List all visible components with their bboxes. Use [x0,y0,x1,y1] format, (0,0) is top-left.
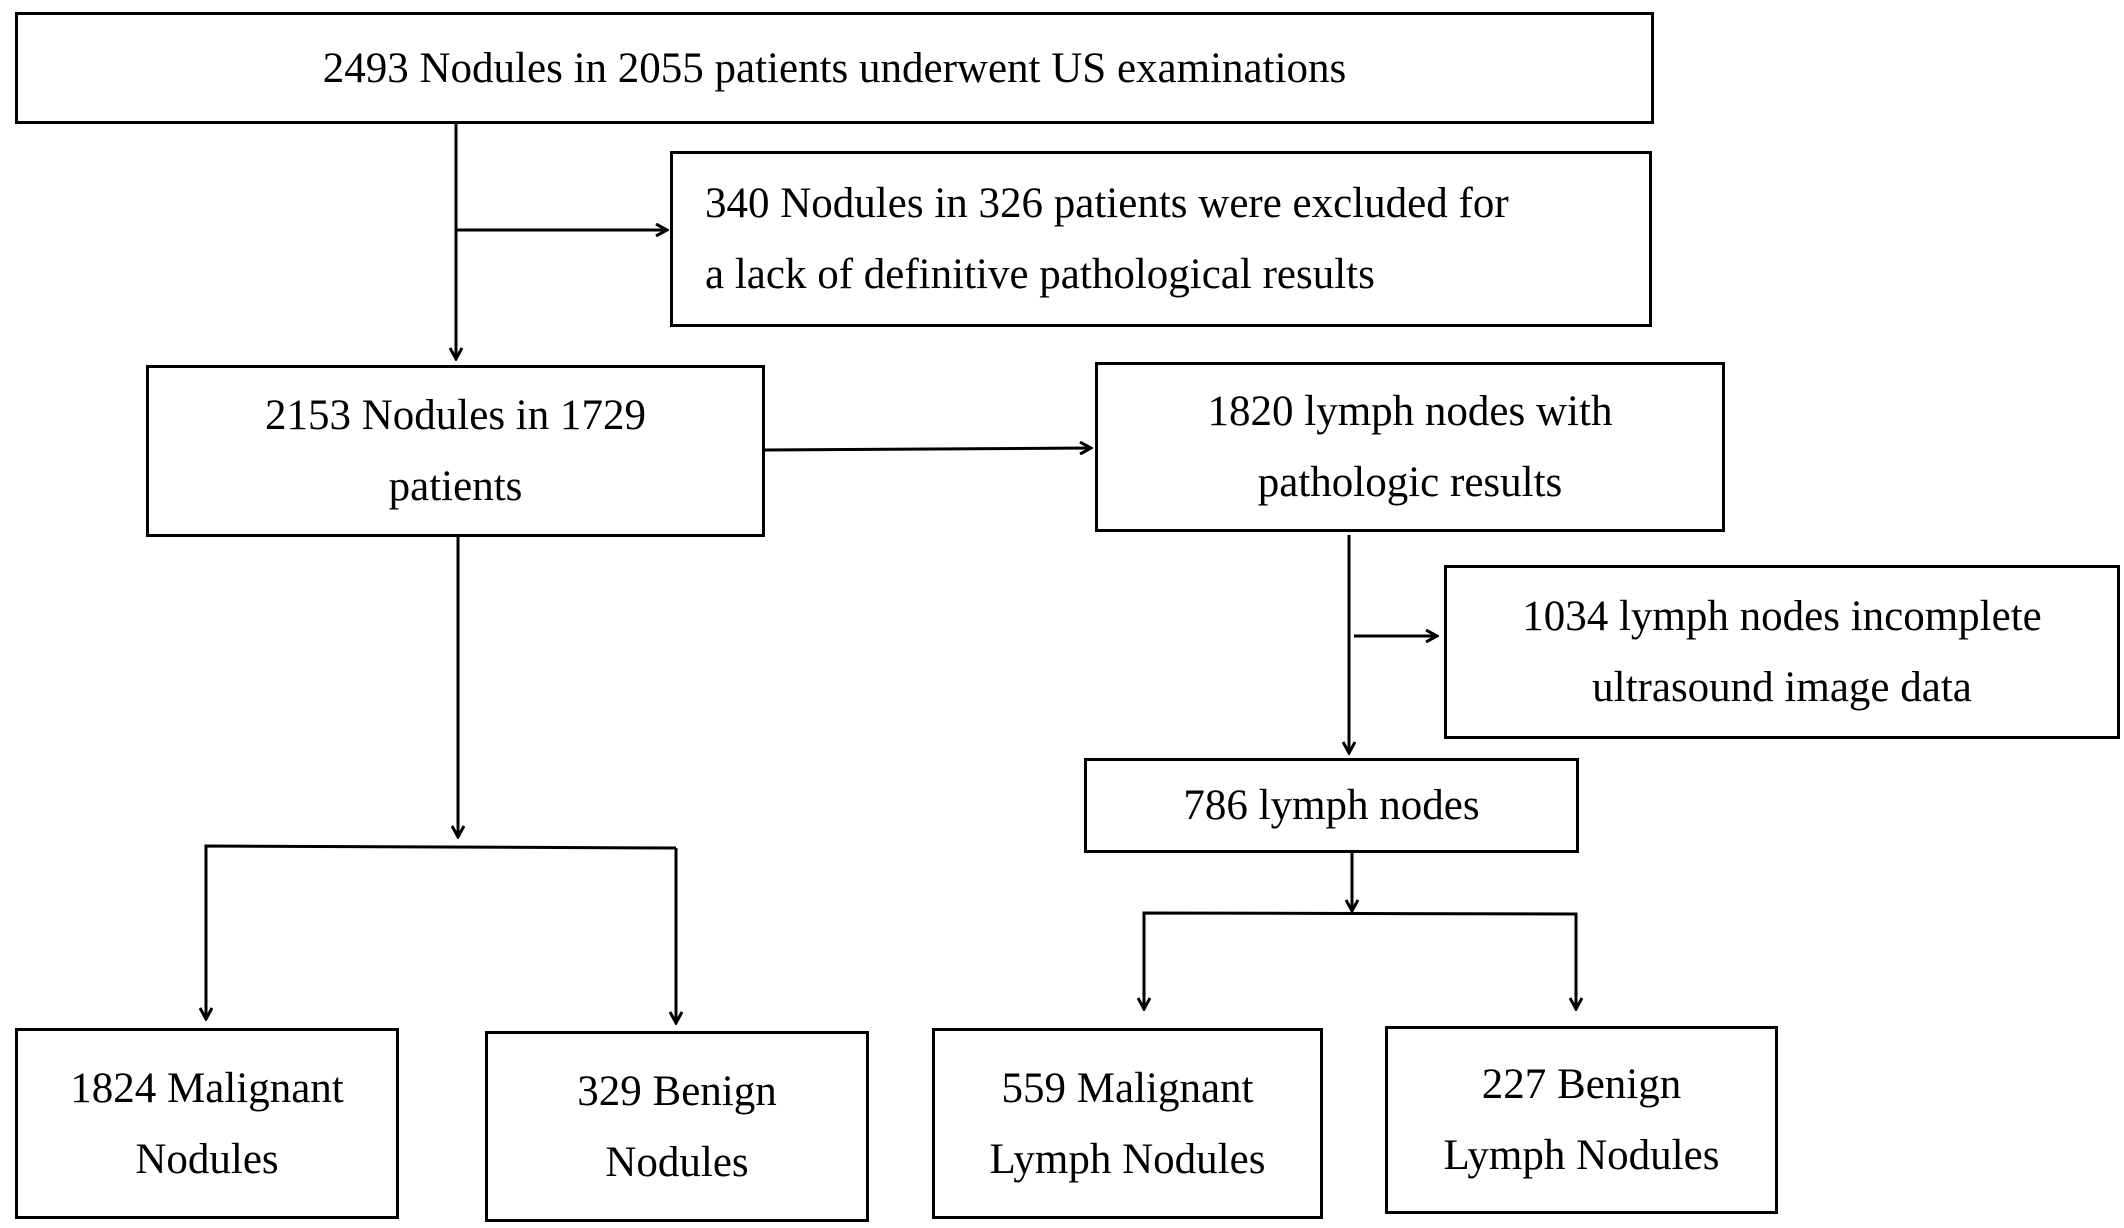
node-included-line-1: 2153 Nodules in 1729 [264,392,647,439]
node-lymph-with-results: 1820 lymph nodes with pathologic results [1095,362,1725,532]
node-lymph-incomplete-line-1: 1034 lymph nodes incomplete [1522,593,2042,640]
node-benign-lymph-line-1: 227 Benign [1481,1061,1682,1108]
node-excluded-line-2: a lack of definitive pathological result… [705,251,1375,298]
arrow-included-to-lymph [762,448,1090,450]
node-total: 2493 Nodules in 2055 patients underwent … [15,12,1654,124]
node-excluded-line-1: 340 Nodules in 326 patients were exclude… [705,180,1509,227]
node-malignant-nodules-line-1: 1824 Malignant [70,1064,344,1112]
branch-nodules [204,844,677,850]
node-benign-lymph-line-2: Lymph Nodules [1443,1132,1720,1179]
node-lymph-786: 786 lymph nodes [1084,758,1579,853]
node-benign-nodules: 329 Benign Nodules [485,1031,869,1222]
node-malignant-nodules: 1824 Malignant Nodules [15,1028,399,1219]
node-excluded: 340 Nodules in 326 patients were exclude… [670,151,1652,327]
node-lymph-with-results-line-2: pathologic results [1257,459,1563,506]
node-malignant-lymph-line-2: Lymph Nodules [989,1135,1266,1183]
node-malignant-lymph-line-1: 559 Malignant [1001,1064,1254,1112]
node-lymph-with-results-line-1: 1820 lymph nodes with [1207,388,1613,435]
node-benign-nodules-line-2: Nodules [605,1138,749,1186]
node-total-line-1: 2493 Nodules in 2055 patients underwent … [322,44,1347,92]
node-malignant-nodules-line-2: Nodules [135,1135,279,1183]
node-lymph-786-line-1: 786 lymph nodes [1183,782,1480,829]
node-included: 2153 Nodules in 1729 patients [146,365,765,537]
node-benign-lymph: 227 Benign Lymph Nodules [1385,1026,1778,1214]
node-malignant-lymph: 559 Malignant Lymph Nodules [932,1028,1323,1219]
node-lymph-incomplete: 1034 lymph nodes incomplete ultrasound i… [1444,565,2120,739]
node-lymph-incomplete-line-2: ultrasound image data [1592,664,1972,711]
node-benign-nodules-line-1: 329 Benign [577,1067,777,1115]
node-included-line-2: patients [388,463,523,510]
branch-lymph [1142,911,1578,1008]
